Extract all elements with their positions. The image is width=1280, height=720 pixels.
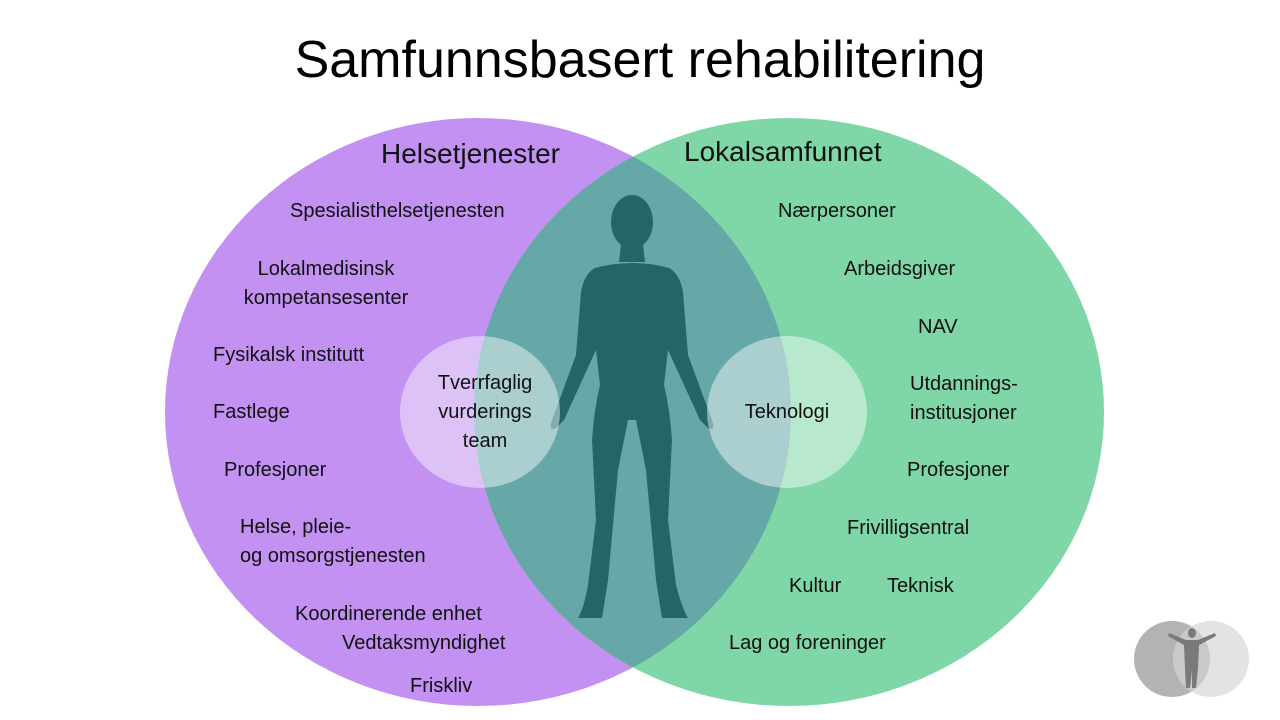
community-item-culture: Kultur <box>789 575 842 597</box>
community-item-close-persons: Nærpersoner <box>778 200 896 222</box>
technology-inner-circle <box>707 336 867 488</box>
health-inner-label: Tverrfaglig vurderings team <box>437 372 533 452</box>
team-inner-circle <box>400 336 560 488</box>
health-item-decision-authority: Vedtaksmyndighet <box>342 632 506 654</box>
community-item-education: Utdannings- institusjoner <box>910 373 1018 424</box>
community-item-employer: Arbeidsgiver <box>844 258 956 280</box>
health-item-professions: Profesjoner <box>224 459 327 481</box>
health-item-coordinating-unit: Koordinerende enhet <box>295 603 482 625</box>
community-item-technical: Teknisk <box>887 575 954 597</box>
health-item-local-medical: Lokalmedisinsk kompetansesenter <box>243 258 409 309</box>
community-inner-label: Teknologi <box>744 401 830 423</box>
community-item-clubs: Lag og foreninger <box>729 632 886 654</box>
slide-title: Samfunnsbasert rehabilitering <box>294 31 986 89</box>
health-item-gp: Fastlege <box>213 401 290 423</box>
health-item-friskliv: Friskliv <box>410 675 473 697</box>
health-item-health-care: Helse, pleie- og omsorgstjenesten <box>240 516 426 567</box>
community-item-professions: Profesjoner <box>907 459 1010 481</box>
community-heading: Lokalsamfunnet <box>684 136 882 167</box>
community-item-volunteer-central: Frivilligsentral <box>847 517 970 539</box>
health-heading: Helsetjenester <box>381 138 560 169</box>
human-silhouette-icon <box>550 195 714 618</box>
health-item-physical-institute: Fysikalsk institutt <box>213 344 365 366</box>
community-item-nav: NAV <box>918 316 958 338</box>
health-item-specialist: Spesialisthelsetjenesten <box>290 200 505 222</box>
venn-person-logo-icon <box>1134 621 1249 697</box>
